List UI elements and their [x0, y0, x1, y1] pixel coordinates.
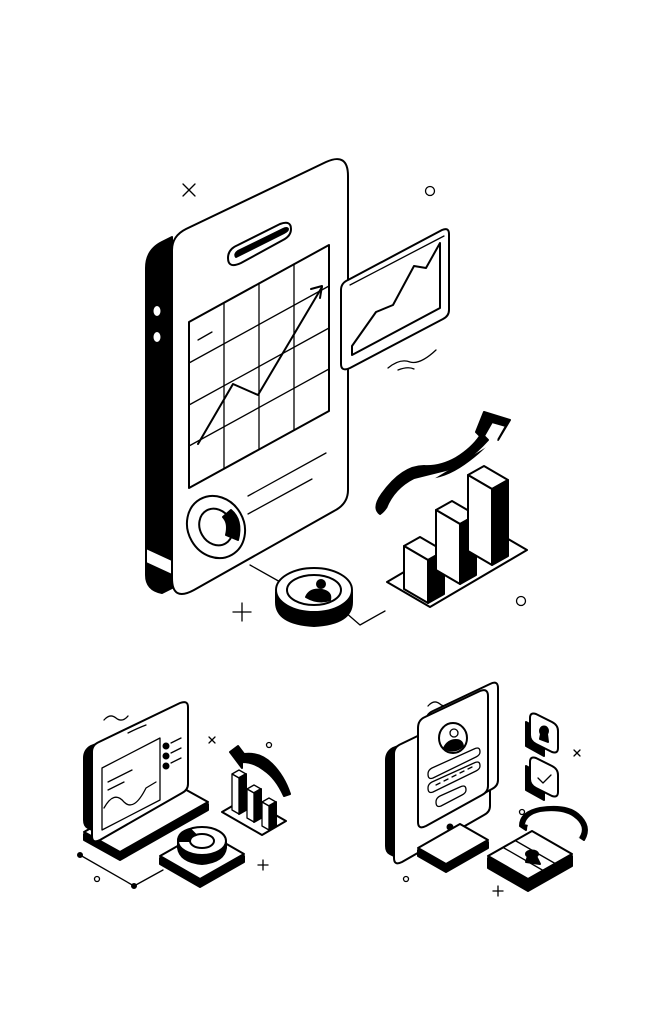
sparkle-plus-icon — [257, 859, 269, 871]
sparkle-circle-icon — [402, 875, 410, 883]
sparkle-circle-icon — [518, 808, 526, 816]
user-badge-icon — [275, 567, 353, 627]
smartphone-analytics-scene — [145, 158, 528, 627]
connector-line — [249, 564, 386, 626]
trend-arrow-icon — [375, 411, 511, 515]
login-card-icon — [417, 681, 499, 829]
keyhole-icon — [525, 712, 559, 757]
sparkle-circle-icon — [515, 595, 527, 607]
bar-chart-icon — [386, 465, 528, 608]
bar-chart-icon — [221, 769, 287, 836]
laptop-icon — [83, 701, 209, 861]
account-security-scene — [385, 681, 588, 897]
donut-chart-icon — [185, 494, 247, 560]
sparkle-x-icon — [573, 749, 581, 757]
floating-chart-card — [340, 228, 450, 371]
wave-decoration — [103, 715, 129, 721]
sparkle-plus-icon — [492, 885, 504, 897]
sparkle-plus-icon — [232, 602, 252, 622]
smartphone-icon — [145, 158, 349, 595]
checkmark-icon — [525, 756, 559, 801]
sparkle-x-icon — [182, 183, 196, 197]
laptop-analytics-scene — [77, 701, 291, 889]
sparkle-circle-icon — [93, 875, 101, 883]
sparkle-x-icon — [208, 736, 216, 744]
donut-chart-icon — [159, 826, 245, 888]
sparkle-circle-icon — [265, 741, 273, 749]
padlock-icon — [487, 805, 588, 892]
sparkle-circle-icon — [424, 185, 436, 197]
trend-arrow-icon — [229, 745, 291, 797]
line-chart-icon — [188, 244, 330, 489]
